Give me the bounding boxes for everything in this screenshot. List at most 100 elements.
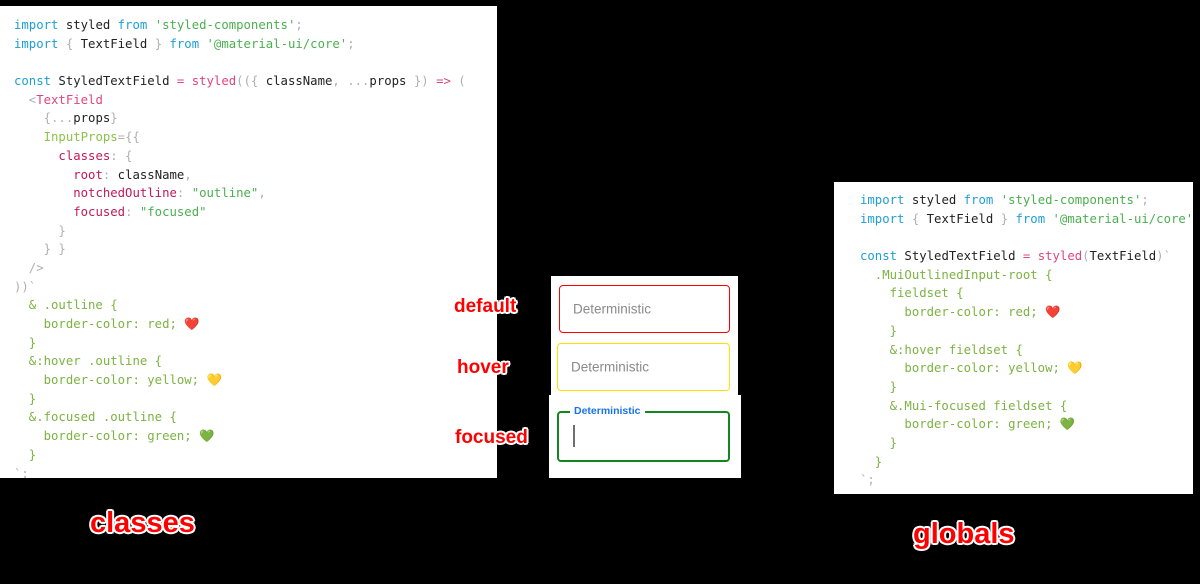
code-token: styled	[911, 193, 964, 207]
code-line: }	[860, 322, 1193, 341]
code-line: import styled from 'styled-components';	[14, 16, 497, 35]
code-token: notchedOutline	[73, 186, 177, 201]
code-token	[14, 149, 58, 163]
code-token: =	[176, 74, 192, 89]
code-token: "outline"	[191, 186, 259, 201]
code-token: `;	[860, 473, 875, 488]
code-line: .MuiOutlinedInput-root {	[860, 266, 1193, 285]
code-token: 💛	[206, 373, 222, 388]
code-token	[14, 205, 73, 219]
code-line: }	[860, 453, 1193, 472]
code-token: const	[14, 74, 59, 89]
code-token: {	[65, 36, 81, 51]
code-token: styled	[191, 74, 237, 89]
code-line: import { TextField } from '@material-ui/…	[860, 210, 1193, 229]
code-token: }	[14, 447, 37, 462]
code-token: TextField	[926, 211, 1001, 226]
textfield-hover[interactable]: Deterministic	[557, 343, 730, 391]
code-token: })	[413, 74, 437, 89]
text-caret-icon	[573, 425, 575, 447]
code-token	[14, 168, 73, 182]
code-line: border-color: red; ❤️	[14, 315, 497, 334]
textfield-focused[interactable]: Deterministic	[557, 405, 730, 462]
code-token: root	[73, 167, 103, 182]
code-line: const StyledTextField = styled(TextField…	[860, 247, 1193, 266]
code-token: ❤️	[1045, 305, 1061, 320]
code-token: ))`	[14, 279, 37, 294]
code-line: `;	[860, 471, 1193, 490]
code-line: }	[14, 446, 497, 465]
code-token: {	[911, 211, 927, 226]
code-token: }	[860, 323, 898, 338]
textfield-default[interactable]: Deterministic	[559, 285, 730, 333]
code-token: border-color: green;	[14, 429, 200, 444]
code-line: ))`	[14, 278, 497, 297]
code-token: border-color: yellow;	[14, 373, 207, 388]
code-token: ❤️	[184, 317, 200, 331]
code-token: TextField	[1089, 249, 1157, 264]
code-token: StyledTextField	[904, 249, 1023, 264]
code-token: from	[1015, 211, 1053, 226]
code-token: }	[14, 335, 37, 350]
code-token: ...	[347, 74, 370, 89]
code-line: border-color: green; 💚	[14, 427, 497, 446]
code-token: ;	[1141, 193, 1149, 207]
code-line: fieldset {	[860, 284, 1193, 303]
code-token: from	[963, 193, 1001, 207]
code-token: classes	[58, 148, 111, 163]
code-token: StyledTextField	[58, 74, 177, 89]
code-line: }	[14, 390, 497, 409]
code-token: }	[154, 36, 170, 51]
code-line: notchedOutline: "outline",	[14, 184, 497, 203]
annotation-default: default	[454, 296, 517, 317]
code-block-globals: import styled from 'styled-components';i…	[834, 182, 1193, 494]
code-line: root: className,	[14, 166, 497, 185]
code-token: }	[110, 111, 118, 126]
code-token: fieldset {	[860, 286, 964, 301]
code-token: from	[117, 18, 155, 32]
code-token: .MuiOutlinedInput-root {	[860, 267, 1053, 282]
code-token: const	[860, 249, 905, 264]
code-token: ,	[258, 186, 266, 201]
code-token: TextField	[36, 92, 103, 107]
code-token: ,	[332, 74, 348, 89]
code-token: import	[860, 193, 912, 207]
code-token: from	[169, 36, 207, 51]
code-line: InputProps={{	[14, 128, 497, 147]
textfield-hover-value: Deterministic	[571, 359, 650, 375]
code-line: focused: "focused"	[14, 203, 497, 222]
code-line: &:hover fieldset {	[860, 341, 1193, 360]
code-line: `;	[14, 465, 497, 479]
annotation-focused: focused	[455, 427, 528, 448]
code-line: &.Mui-focused fieldset {	[860, 397, 1193, 416]
code-token: (	[458, 74, 466, 89]
code-token: : {	[110, 148, 133, 163]
code-token: &:hover .outline {	[14, 354, 163, 369]
code-block-classes: import styled from 'styled-components';i…	[0, 6, 497, 478]
code-token: ,	[184, 167, 192, 182]
code-token: border-color: yellow;	[860, 361, 1068, 376]
code-line: }	[860, 434, 1193, 453]
code-token: "focused"	[139, 204, 207, 219]
code-line: border-color: yellow; 💛	[14, 371, 497, 390]
code-token: (({	[236, 74, 266, 89]
code-line: <TextField	[14, 91, 497, 110]
code-line	[860, 228, 1193, 247]
code-token	[14, 130, 44, 144]
code-token: '@material-ui/core'	[1052, 211, 1193, 226]
code-token: )`	[1156, 249, 1171, 264]
code-token: } }	[14, 242, 66, 257]
code-line: border-color: yellow; 💛	[860, 359, 1193, 378]
code-token: `;	[14, 466, 29, 479]
code-token: focused	[73, 204, 126, 219]
annotation-globals-caption: globals	[913, 518, 1015, 550]
code-token: }	[860, 435, 898, 450]
code-token: (	[1082, 249, 1090, 264]
code-token: ={{	[117, 130, 140, 145]
code-token: border-color: red;	[860, 305, 1046, 320]
code-line: border-color: red; ❤️	[860, 303, 1193, 322]
code-token	[14, 186, 73, 200]
code-token: }	[860, 454, 883, 469]
code-token: }	[860, 379, 898, 394]
